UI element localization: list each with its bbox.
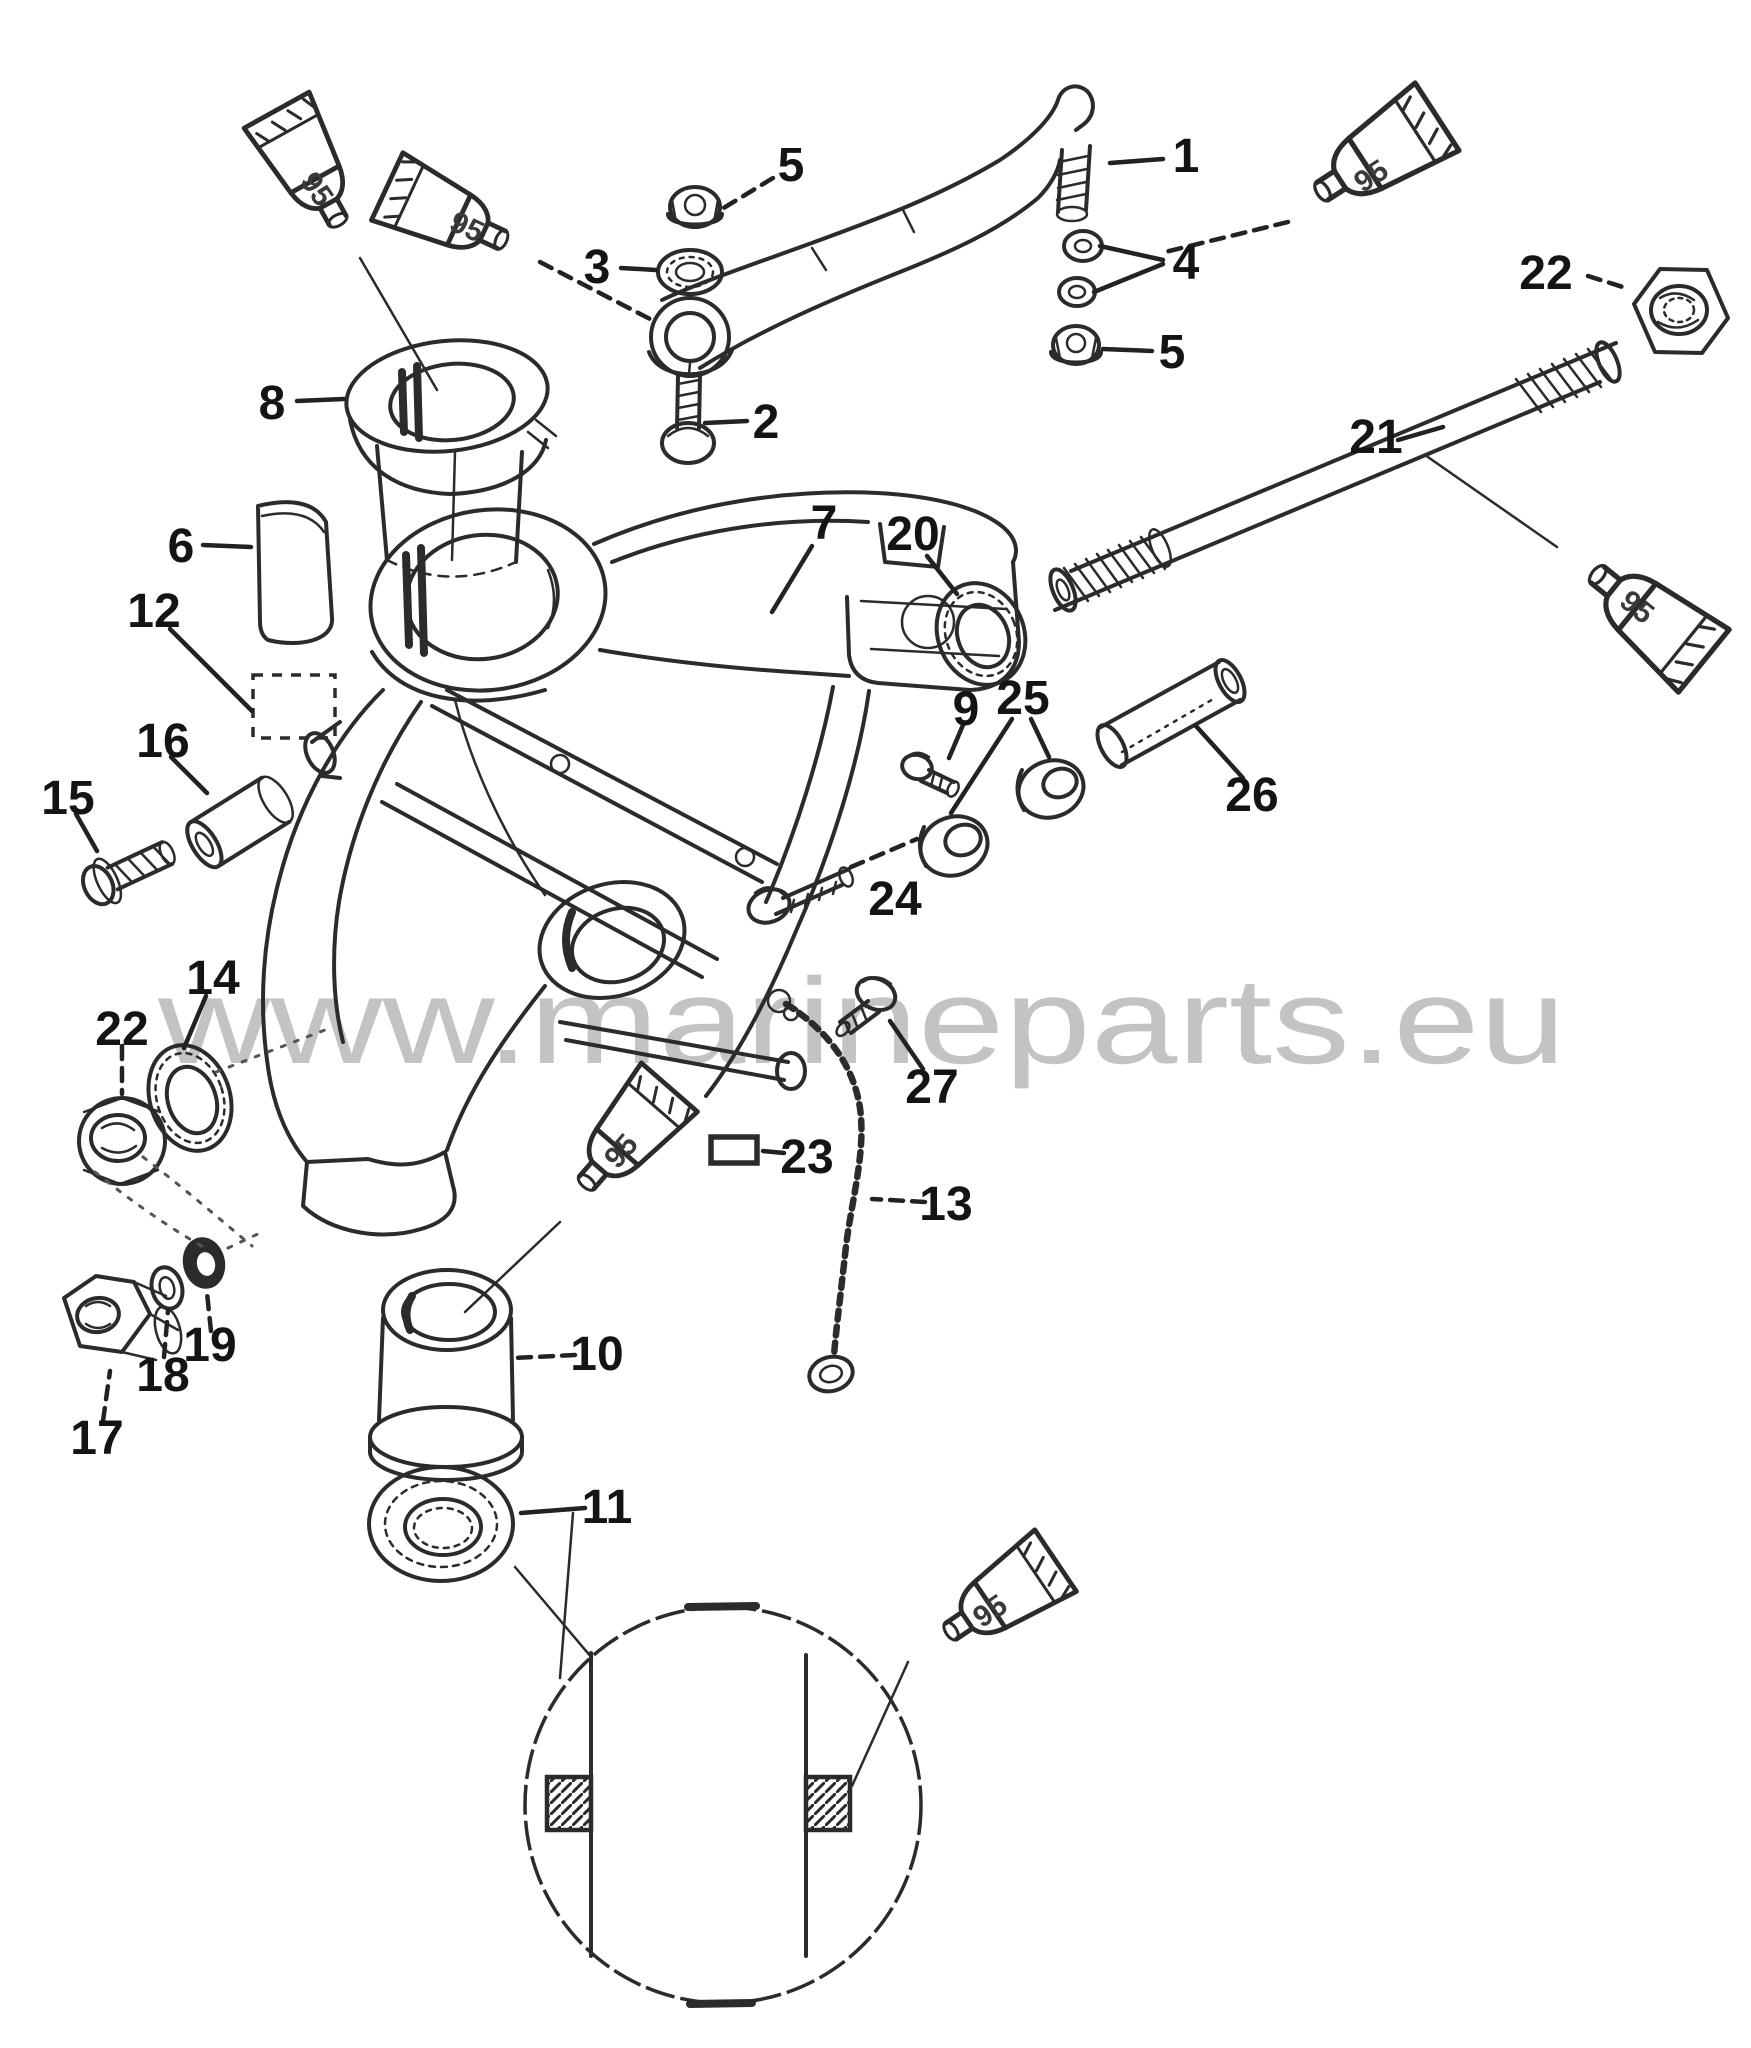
bushing-25b	[918, 814, 990, 878]
grease-tube-95-upper-mid	[371, 153, 655, 323]
part-label-5-top: 5	[778, 139, 805, 192]
pivot-bolt-2	[660, 361, 716, 465]
leader-11	[518, 1505, 588, 1516]
part-label-1: 1	[1173, 130, 1200, 183]
part-label-19: 19	[183, 1319, 236, 1372]
part-label-26: 26	[1225, 769, 1278, 822]
part-label-6: 6	[168, 520, 195, 573]
leader-14	[181, 993, 209, 1051]
bushing-16	[185, 775, 294, 870]
bushing-19	[182, 1237, 226, 1289]
part-label-14: 14	[186, 952, 240, 1005]
leader-22-top	[1585, 273, 1632, 292]
grease-tube-95-top-right	[1162, 83, 1459, 255]
locknut-5-right	[1049, 324, 1103, 366]
locknut-22-top	[1632, 267, 1730, 355]
part-label-20: 20	[886, 508, 939, 561]
detail-view-circle	[513, 1511, 923, 2008]
pivot-pin-26	[1095, 658, 1247, 769]
leader-lines	[73, 156, 1632, 1516]
part-label-11: 11	[582, 1481, 633, 1534]
part-label-16: 16	[136, 715, 189, 768]
part-label-18: 18	[136, 1349, 189, 1402]
part-label-22-left: 22	[95, 1003, 148, 1056]
flanged-bushing-8	[344, 338, 558, 578]
nut-17	[62, 1274, 183, 1362]
grease-tube-95-top-left	[244, 92, 439, 392]
locknut-22-left	[77, 1096, 167, 1186]
part-label-25: 25	[996, 672, 1049, 725]
part-label-15: 15	[41, 772, 94, 825]
leader-20	[924, 553, 960, 597]
oil-seal-11	[367, 1465, 515, 1583]
grease-tube-95-bottom	[850, 1530, 1076, 1788]
leader-5-top	[719, 175, 776, 212]
steering-link-arm	[647, 84, 1095, 378]
leader-27	[887, 1018, 926, 1072]
leader-21	[1395, 424, 1446, 443]
leader-3	[618, 265, 659, 273]
liner-wedge-6	[256, 500, 335, 645]
part-label-27: 27	[905, 1061, 958, 1114]
part-label-22-top: 22	[1519, 247, 1572, 300]
grease-tube-95-right	[1423, 453, 1729, 692]
washer-3	[656, 248, 724, 296]
assembly-guide-dots	[93, 1026, 332, 1250]
part-label-10: 10	[570, 1328, 623, 1381]
bolt-15	[81, 840, 176, 907]
leader-24	[848, 836, 920, 870]
leader-2	[702, 418, 750, 426]
anode-clip-23	[708, 1134, 760, 1166]
leader-5-right	[1100, 346, 1155, 354]
leader-7	[769, 543, 815, 615]
tilt-rod-21	[1048, 340, 1622, 613]
bolt-24	[746, 866, 855, 925]
part-label-17: 17	[70, 1412, 123, 1465]
part-label-9: 9	[953, 683, 980, 736]
leader-16	[168, 754, 210, 796]
leader-1	[1107, 156, 1166, 166]
grease-fitting-9	[900, 751, 960, 798]
leader-6	[200, 542, 254, 550]
watermark: www.marineparts.eu	[157, 953, 1566, 1089]
gap-zone-12	[251, 673, 337, 740]
ground-wire-13	[766, 988, 865, 1394]
locknut-5-top	[666, 185, 724, 229]
part-label-2: 2	[753, 396, 780, 449]
part-label-12: 12	[127, 585, 180, 638]
leader-15	[73, 811, 100, 854]
leader-10	[511, 1352, 578, 1361]
leader-23	[760, 1148, 787, 1156]
leader-19	[204, 1290, 214, 1334]
part-number-labels: 1 2 3 4 5 5 6 7 8 9 10 11 12 13 14 15 16…	[41, 130, 1572, 1534]
washer-18	[149, 1265, 185, 1311]
leader-12	[167, 626, 255, 714]
bolt-27	[835, 975, 898, 1038]
part-label-4: 4	[1173, 237, 1200, 290]
leader-9	[946, 722, 966, 761]
bushing-25a	[1015, 758, 1086, 820]
part-label-13: 13	[919, 1178, 972, 1231]
part-label-7: 7	[811, 497, 838, 550]
leader-8	[294, 396, 347, 404]
leader-18	[161, 1308, 171, 1360]
seal-ring-20	[934, 581, 1028, 687]
part-label-5-right: 5	[1159, 326, 1186, 379]
leader-25	[948, 716, 1052, 816]
leader-13	[869, 1196, 928, 1205]
part-label-21: 21	[1349, 411, 1402, 464]
bushing-10	[368, 1268, 524, 1482]
part-label-24: 24	[868, 873, 922, 926]
swivel-bracket-body	[261, 490, 1021, 1237]
diagram-artwork	[62, 83, 1730, 2008]
leader-26	[1193, 723, 1246, 781]
washers-4	[1057, 229, 1104, 308]
part-label-23: 23	[780, 1131, 833, 1184]
leader-17	[100, 1368, 113, 1424]
part-label-3: 3	[584, 241, 611, 294]
leader-4	[1091, 243, 1166, 295]
part-label-8: 8	[259, 377, 286, 430]
grease-tube-95-center	[463, 1063, 697, 1314]
